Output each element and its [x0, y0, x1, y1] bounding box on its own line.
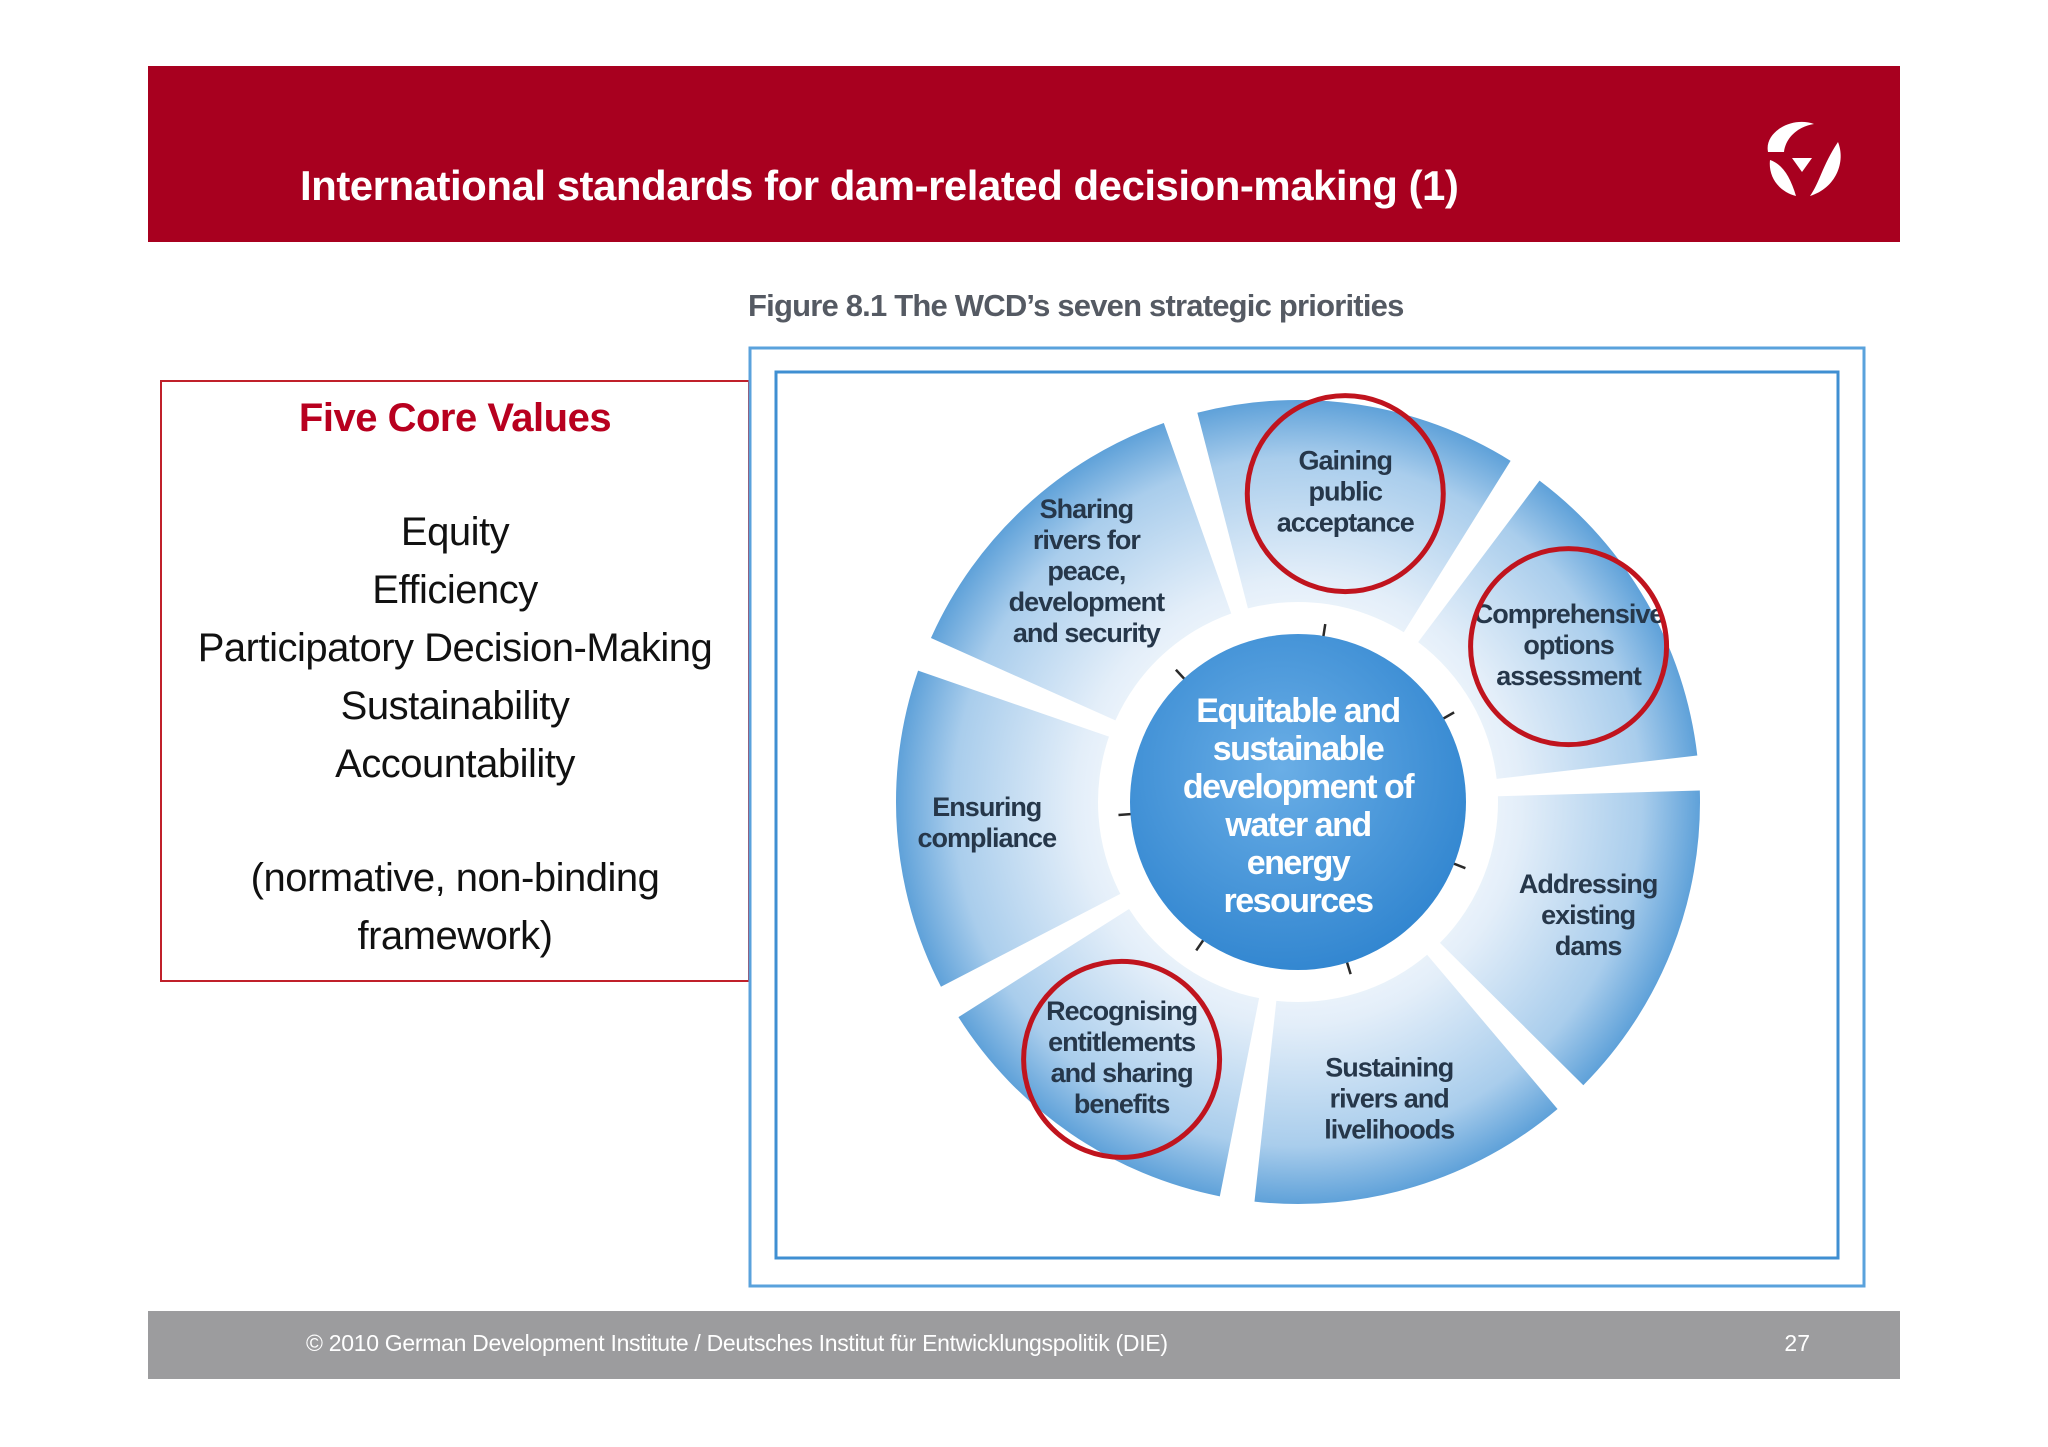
priority-label: rivers for	[1033, 525, 1142, 555]
priority-label: Comprehensive	[1474, 599, 1665, 629]
priority-label: entitlements	[1048, 1027, 1195, 1057]
priority-label: Recognising	[1046, 996, 1197, 1026]
center-label: Equitable and	[1196, 692, 1399, 730]
priority-segment	[1197, 400, 1511, 633]
priority-label: dams	[1555, 931, 1622, 961]
framework-note: (normative, non-binding framework)	[250, 856, 660, 958]
highlight-ring	[1244, 393, 1446, 595]
priority-label: acceptance	[1277, 508, 1415, 538]
core-value-item: Equity	[400, 510, 510, 554]
priority-segment	[1254, 954, 1558, 1204]
core-values-title: Five Core Values	[298, 396, 612, 440]
header-bar: International standards for dam-related …	[148, 66, 1900, 242]
priority-label: Addressing	[1519, 869, 1658, 899]
priority-label: benefits	[1074, 1089, 1170, 1119]
priority-label: rivers and	[1330, 1083, 1449, 1113]
center-circle	[1130, 634, 1466, 970]
priority-label: compliance	[918, 823, 1058, 853]
priority-label: livelihoods	[1324, 1114, 1454, 1144]
priority-label: Sharing	[1040, 494, 1134, 524]
highlight-ring	[1468, 546, 1670, 748]
core-values-list: Equity Efficiency Participatory Decision…	[162, 503, 748, 793]
priority-label: Sustaining	[1325, 1052, 1453, 1082]
core-value-item: Sustainability	[340, 684, 570, 728]
priority-segment	[930, 423, 1232, 721]
center-label: resources	[1223, 882, 1373, 920]
center-label: energy	[1247, 844, 1351, 882]
core-value-item: Participatory Decision-Making	[197, 626, 713, 670]
priority-label: options	[1523, 630, 1613, 660]
priority-label: Ensuring	[932, 792, 1041, 822]
die-logo-icon	[1767, 121, 1841, 196]
highlight-ring	[1021, 958, 1223, 1160]
core-value-item: Accountability	[335, 742, 575, 786]
priority-label: Gaining	[1299, 446, 1393, 476]
page-number: 27	[1784, 1330, 1810, 1356]
priority-label: existing	[1541, 900, 1635, 930]
priority-label: assessment	[1496, 661, 1642, 691]
priority-segment	[896, 670, 1121, 987]
center-label: water and	[1224, 806, 1370, 844]
footer-copyright: © 2010 German Development Institute / De…	[306, 1330, 1168, 1356]
core-values-box: Five Core Values Equity Efficiency Parti…	[160, 380, 750, 982]
center-label: sustainable	[1213, 730, 1384, 768]
center-label: development of	[1183, 768, 1415, 806]
footer-bar: © 2010 German Development Institute / De…	[148, 1311, 1900, 1379]
priority-label: peace,	[1047, 556, 1125, 586]
core-value-item: Efficiency	[372, 568, 538, 612]
priority-label: and sharing	[1051, 1058, 1193, 1088]
figure-caption: Figure 8.1 The WCD’s seven strategic pri…	[748, 288, 1404, 323]
priority-segment	[1439, 790, 1700, 1086]
priority-label: and security	[1013, 618, 1161, 648]
slide-title: International standards for dam-related …	[300, 162, 1459, 209]
priority-label: public	[1309, 477, 1383, 507]
priority-label: development	[1009, 587, 1166, 617]
